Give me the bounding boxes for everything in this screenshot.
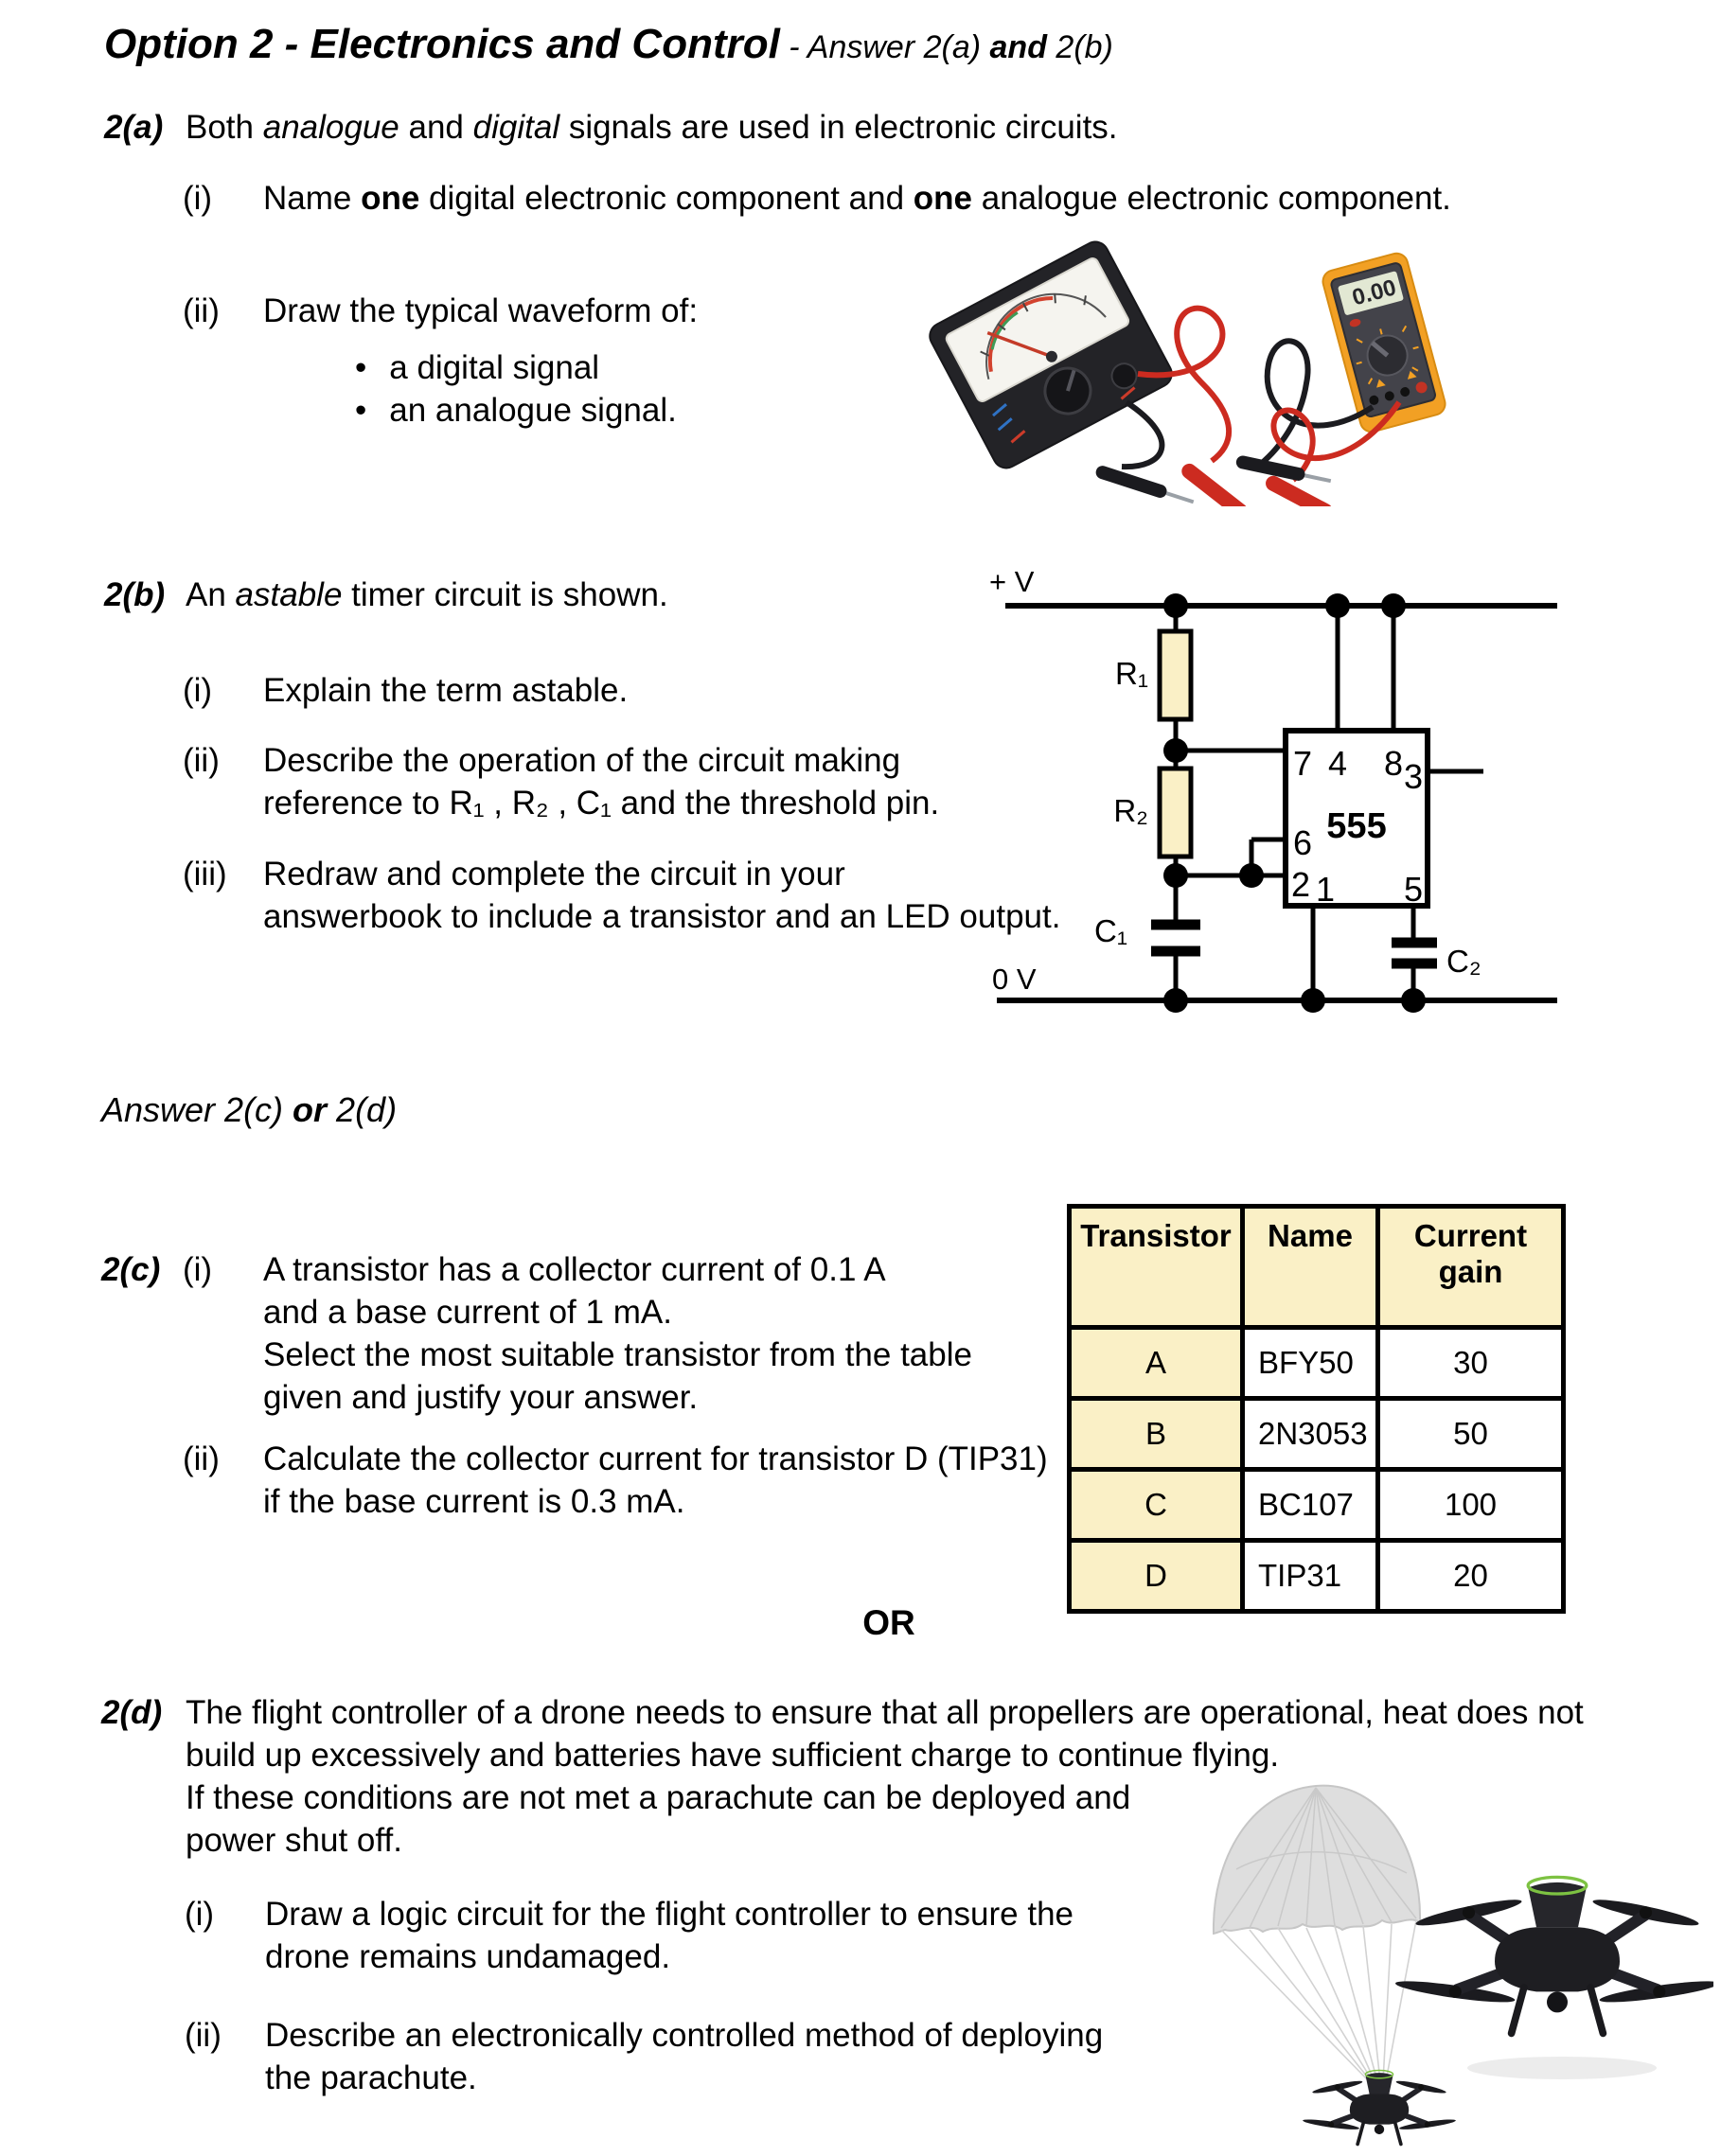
q2b-i-text: Explain the term astable.: [263, 672, 629, 709]
pin-8-label: 8: [1384, 744, 1403, 783]
analogue-probe-leads-icon: [1095, 305, 1248, 506]
q2c-ii-num: (ii): [183, 1440, 220, 1477]
digital-probe-leads-icon: [1235, 338, 1402, 506]
q2b-i-num: (i): [183, 672, 213, 709]
page-title: Option 2 - Electronics and Control - Ans…: [104, 21, 1113, 68]
table-row: B 2N3053 50: [1067, 1396, 1566, 1472]
bullet-icon: •: [355, 392, 367, 429]
c1-label: C₁: [1094, 913, 1127, 948]
q2d-ii-num: (ii): [185, 2017, 222, 2054]
or-divider: OR: [862, 1603, 915, 1642]
q2b-ii-text: Describe the operation of the circuit ma…: [263, 742, 940, 822]
small-drone-icon: [1303, 2070, 1457, 2144]
pin-6-label: 6: [1293, 823, 1312, 862]
page-title-main: Option 2 - Electronics and Control: [104, 21, 780, 67]
pin-4-label: 4: [1328, 744, 1347, 783]
pin-1-label: 1: [1316, 870, 1335, 909]
q2d-i-text: Draw a logic circuit for the flight cont…: [265, 1896, 1073, 1975]
c2-label: C₂: [1446, 944, 1481, 979]
q2a-i-text: Name one digital electronic component an…: [263, 180, 1451, 217]
bullet-item: • an analogue signal.: [355, 389, 677, 432]
junction-dots: [1163, 593, 1426, 1013]
q2b-intro: An astable timer circuit is shown.: [186, 576, 668, 613]
pin-5-label: 5: [1404, 870, 1423, 909]
q2a-ii-bullets: • a digital signal • an analogue signal.: [355, 346, 677, 432]
q2a-i-num: (i): [183, 180, 213, 217]
table-row: D TIP31 20: [1067, 1538, 1566, 1614]
chip-label: 555: [1326, 806, 1386, 846]
capacitor-c2: [1392, 937, 1437, 969]
bullet-icon: •: [355, 349, 367, 386]
timer-chip-555: [1283, 728, 1430, 909]
transistor-table: Transistor Name Current gain A BFY50 30 …: [1067, 1204, 1566, 1614]
pin-7-label: 7: [1293, 744, 1312, 783]
q2a-intro: Both analogue and digital signals are us…: [186, 109, 1118, 146]
page-title-tail-pre: - Answer 2(a): [779, 29, 990, 65]
page-title-tail-and: and: [989, 29, 1047, 65]
col-name: Name: [1240, 1204, 1380, 1330]
q2b-iii-num: (iii): [183, 856, 227, 892]
answer-choice-heading: Answer 2(c) or 2(d): [101, 1090, 398, 1129]
pin-3-label: 3: [1404, 757, 1423, 796]
q2b-iii-text: Redraw and complete the circuit in your …: [263, 856, 1061, 935]
q2d-intro: The flight controller of a drone needs t…: [186, 1694, 1584, 1859]
astable-circuit-diagram: + V 0 V R₁ R₂ C₁ 555 7 4 8 3 6: [989, 565, 1557, 1013]
q2b-label: 2(b): [104, 576, 166, 613]
bullet-item: • a digital signal: [355, 346, 677, 389]
col-transistor: Transistor: [1067, 1204, 1245, 1330]
q2c-i-num: (i): [183, 1251, 213, 1288]
r1-label: R₁: [1115, 656, 1148, 691]
page-title-tail-post: 2(b): [1046, 29, 1113, 65]
drone-parachute-photo: [1212, 1784, 1713, 2156]
resistor-r1: [1157, 628, 1194, 722]
parachute-icon: [1212, 1784, 1422, 2082]
analogue-multimeter-icon: [929, 240, 1173, 469]
r2-label: R₂: [1113, 793, 1148, 828]
resistor-r2: [1157, 766, 1194, 859]
table-row: A BFY50 30: [1067, 1325, 1566, 1401]
q2c-ii-text: Calculate the collector current for tran…: [263, 1440, 1048, 1520]
table-header-row: Transistor Name Current gain: [1067, 1204, 1566, 1330]
drone-shadow: [1467, 2057, 1657, 2079]
q2d-ii-text: Describe an electronically controlled me…: [265, 2017, 1104, 2096]
q2a-label: 2(a): [104, 109, 164, 146]
table-row: C BC107 100: [1067, 1467, 1566, 1543]
q2a-ii-text: Draw the typical waveform of:: [263, 292, 699, 329]
q2d-label: 2(d): [101, 1694, 163, 1731]
q2a-ii-num: (ii): [183, 292, 220, 329]
q2c-i-text: A transistor has a collector current of …: [263, 1251, 972, 1416]
q2c-label: 2(c): [101, 1251, 161, 1288]
supply-label: + V: [989, 565, 1035, 598]
large-drone-icon: [1394, 1877, 1713, 2033]
ground-label: 0 V: [992, 963, 1037, 996]
q2b-ii-num: (ii): [183, 742, 220, 779]
digital-multimeter-icon: 0.00: [1322, 252, 1446, 433]
q2d-i-num: (i): [185, 1896, 215, 1933]
pin-2-label: 2: [1291, 865, 1310, 904]
capacitor-c1: [1151, 919, 1200, 957]
multimeters-photo: 0.00: [929, 240, 1446, 506]
col-current-gain: Current gain: [1375, 1204, 1566, 1330]
